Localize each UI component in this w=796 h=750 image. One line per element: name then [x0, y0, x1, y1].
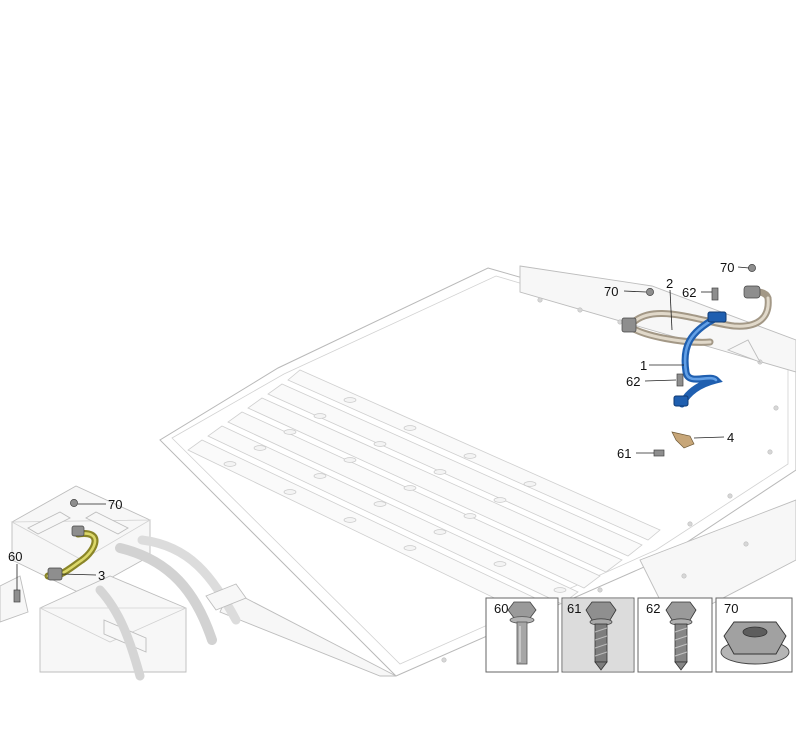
- warning-triangle-decal: [726, 339, 761, 363]
- bolt-62-upper: [711, 287, 719, 301]
- bolt-60: [13, 589, 21, 603]
- nut-70-upper: [646, 288, 654, 296]
- nut-70-top-right: [748, 264, 756, 272]
- legend-label: 70: [724, 601, 738, 616]
- legend-label: 61: [567, 601, 581, 616]
- bolt-61: [653, 449, 665, 457]
- rib-slots: [223, 397, 567, 593]
- callout-60: 60: [8, 549, 22, 564]
- thread-forming-bolt-icon: [665, 601, 697, 671]
- callout-70: 70: [720, 260, 734, 275]
- fastener-legend: 60 61: [485, 597, 793, 673]
- battery-cover-right: [519, 265, 796, 373]
- legend-label: 62: [646, 601, 660, 616]
- cable-1: [673, 311, 727, 408]
- callout-1: 1: [640, 358, 647, 373]
- callout-3: 3: [98, 568, 105, 583]
- callout-labels: 70 70 2 62 1 62 4 61 70 60 3: [8, 260, 734, 583]
- leader-lines: [16, 266, 750, 590]
- callout-62: 62: [682, 285, 696, 300]
- bolt-62-lower: [676, 373, 684, 387]
- battery-side-rail: [639, 499, 796, 611]
- power-electronics-modules: [0, 485, 247, 681]
- legend-item-62: 62: [637, 597, 713, 673]
- callout-62: 62: [626, 374, 640, 389]
- flange-nut-icon: [720, 621, 790, 665]
- thread-forming-bolt-icon: [585, 601, 617, 671]
- legend-label: 60: [494, 601, 508, 616]
- flange-bolt-icon: [507, 601, 537, 665]
- callout-4: 4: [727, 430, 734, 445]
- legend-item-60: 60: [485, 597, 559, 673]
- nut-70-left: [70, 499, 78, 507]
- cable-3: [44, 525, 99, 581]
- legend-item-70: 70: [715, 597, 793, 673]
- module-upper-left: [11, 485, 151, 595]
- callout-70: 70: [108, 497, 122, 512]
- hardware-items: [13, 264, 756, 603]
- cable-2: [621, 285, 772, 346]
- cable-2-connector: [621, 317, 637, 333]
- callout-2: 2: [666, 276, 673, 291]
- battery-housing: [159, 265, 796, 677]
- callout-70: 70: [604, 284, 618, 299]
- bracket-4: [671, 431, 695, 449]
- callout-61: 61: [617, 446, 631, 461]
- legend-item-61: 61: [561, 597, 635, 673]
